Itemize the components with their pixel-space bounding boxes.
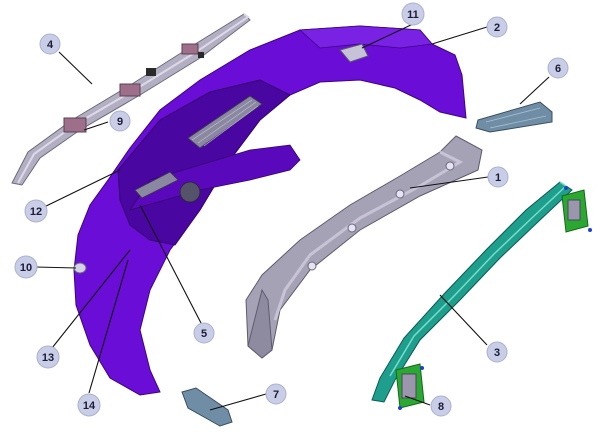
part-6-side-bracket [475,101,553,133]
part-4-upper-rail [11,13,251,186]
callout-5: 5 [193,322,215,344]
callout-1: 1 [487,166,509,188]
callout-5-label: 5 [201,328,207,340]
callout-9-label: 9 [117,116,123,128]
callout-6: 6 [547,57,569,79]
callout-4-label: 4 [47,39,54,51]
callouts: 1 2 3 4 5 6 7 8 9 10 11 12 13 14 [14,2,569,417]
callout-8: 8 [430,395,452,417]
callout-14-label: 14 [83,400,96,412]
callout-11-label: 11 [407,9,419,21]
callout-13: 13 [36,345,60,369]
callout-1-label: 1 [495,172,501,184]
callout-12: 12 [24,199,48,223]
callout-10: 10 [14,255,38,279]
callout-8-label: 8 [438,401,444,413]
callout-13-label: 13 [42,352,54,364]
callout-3: 3 [486,341,508,363]
callout-4: 4 [39,33,61,55]
callout-14: 14 [77,393,101,417]
callout-2: 2 [486,16,508,38]
part-1-energy-absorber [245,135,483,359]
callout-6-label: 6 [555,63,561,75]
part-3-reinforcement [371,181,592,410]
callout-12-label: 12 [30,206,42,218]
part-7-lower-bracket [181,387,233,427]
callout-11: 11 [401,2,425,26]
callout-7: 7 [265,383,287,405]
callout-7-label: 7 [273,389,279,401]
callout-3-label: 3 [494,347,500,359]
leader-lines [35,23,550,411]
callout-10-label: 10 [20,262,32,274]
callout-2-label: 2 [494,22,500,34]
part-2-bumper-cover [73,25,467,396]
callout-9: 9 [109,110,131,132]
